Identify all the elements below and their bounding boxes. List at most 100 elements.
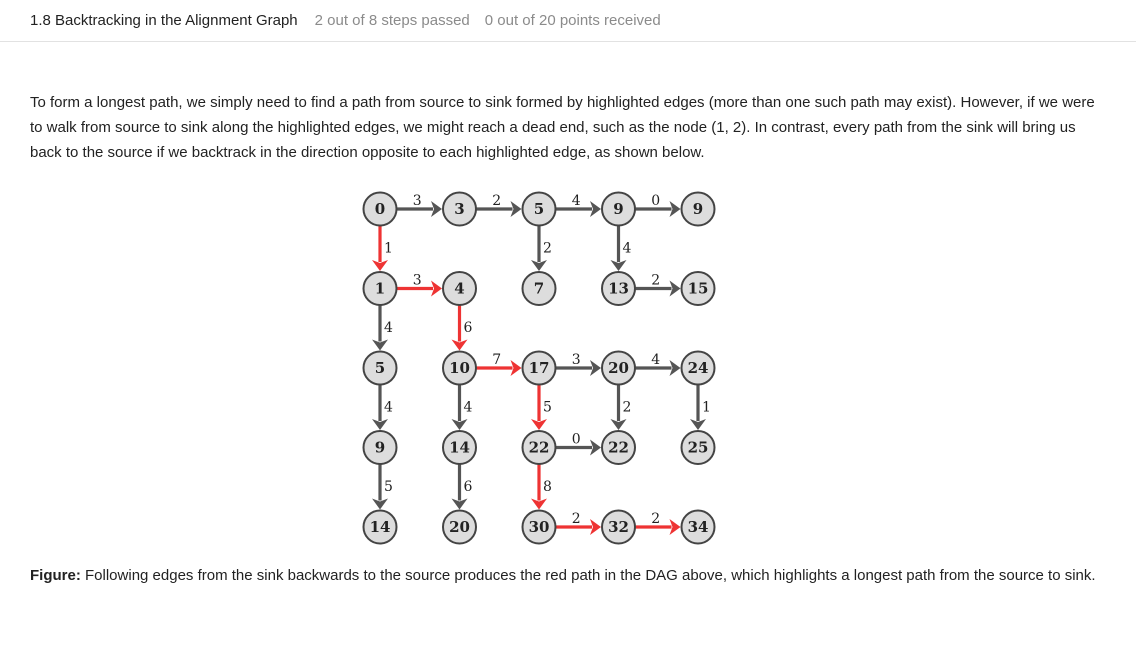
graph-node <box>680 509 716 545</box>
edge-weight-label: 3 <box>413 193 422 209</box>
graph-node <box>521 271 557 306</box>
graph-node <box>601 350 636 386</box>
graph-node <box>442 509 477 545</box>
node-value-label: 10 <box>449 359 470 377</box>
edge-weight-label: 3 <box>413 273 422 289</box>
edge-weight-label: 2 <box>492 193 501 209</box>
edge-arrowhead <box>372 260 388 271</box>
node-value-label: 24 <box>688 359 709 377</box>
edge-weight-label: 4 <box>464 399 473 415</box>
graph-node <box>521 430 557 465</box>
node-value-label: 3 <box>454 200 464 218</box>
node-value-label: 34 <box>688 518 709 536</box>
edge-weight-label: 2 <box>651 511 660 527</box>
edge-weight-label: 4 <box>384 399 393 415</box>
node-value-label: 22 <box>608 439 629 457</box>
edge-arrowhead <box>690 419 706 430</box>
edge-arrowhead <box>590 519 601 535</box>
edge-arrowhead <box>431 201 442 217</box>
node-value-label: 14 <box>370 518 391 536</box>
edge-arrowhead <box>372 498 388 510</box>
intro-paragraph: To form a longest path, we simply need t… <box>30 94 1095 161</box>
node-value-label: 4 <box>454 280 464 298</box>
node-value-label: 22 <box>529 439 550 457</box>
graph-node <box>362 509 398 545</box>
edge-arrowhead <box>531 498 547 510</box>
edge-arrowhead <box>451 339 468 351</box>
edge-weight-label: 5 <box>543 399 552 415</box>
node-value-label: 14 <box>449 439 470 457</box>
graph-node <box>680 191 716 227</box>
graph-node <box>601 430 636 465</box>
edge-weight-label: 8 <box>543 479 552 495</box>
graph-node <box>442 191 477 227</box>
graph-node <box>601 509 636 545</box>
edge-weight-label: 4 <box>384 320 393 336</box>
node-value-label: 15 <box>688 280 709 298</box>
edge-arrowhead <box>431 280 442 297</box>
edge-arrowhead <box>451 419 468 430</box>
graph-node <box>362 191 398 227</box>
graph-node <box>362 430 398 465</box>
node-value-label: 32 <box>608 518 629 536</box>
edge-weight-label: 0 <box>651 193 660 209</box>
graph-node <box>521 509 557 545</box>
node-value-label: 20 <box>608 359 629 377</box>
edge-weight-label: 2 <box>543 240 552 256</box>
edge-weight-label: 2 <box>572 511 581 527</box>
edge-weight-label: 6 <box>464 479 473 495</box>
edge-arrowhead <box>669 201 681 217</box>
node-value-label: 17 <box>529 359 550 377</box>
edge-arrowhead <box>590 360 601 376</box>
node-value-label: 0 <box>375 200 385 218</box>
lesson-content: To form a longest path, we simply need t… <box>30 90 1110 165</box>
node-value-label: 7 <box>534 280 544 298</box>
steps-progress[interactable]: 2 out of 8 steps passed <box>314 12 470 29</box>
lesson-title: 1.8 Backtracking in the Alignment Graph <box>30 12 298 29</box>
edge-arrowhead <box>590 201 601 217</box>
graph-node <box>521 350 557 386</box>
node-value-label: 5 <box>375 359 385 377</box>
lesson-header: 1.8 Backtracking in the Alignment Graph … <box>0 0 1136 42</box>
node-value-label: 13 <box>608 280 629 298</box>
edge-arrowhead <box>610 260 627 271</box>
node-value-label: 9 <box>375 439 385 457</box>
edge-weight-label: 4 <box>651 352 660 368</box>
edge-weight-label: 6 <box>464 320 473 336</box>
edge-weight-label: 4 <box>572 193 581 209</box>
caption-text: Following edges from the sink backwards … <box>80 567 1096 584</box>
edge-arrowhead <box>610 419 627 430</box>
edge-arrowhead <box>669 519 681 535</box>
node-value-label: 20 <box>449 518 470 536</box>
edge-weight-label: 1 <box>384 240 393 256</box>
edge-arrowhead <box>372 419 388 430</box>
edge-weight-label: 7 <box>492 352 501 368</box>
edge-arrowhead <box>531 419 547 430</box>
graph-node <box>601 191 636 227</box>
edge-arrowhead <box>510 201 522 217</box>
graph-node <box>442 350 477 386</box>
edge-arrowhead <box>669 280 681 297</box>
node-value-label: 5 <box>534 200 544 218</box>
edge-weight-label: 1 <box>702 399 711 415</box>
node-value-label: 9 <box>693 200 703 218</box>
edge-weight-label: 3 <box>572 352 581 368</box>
graph-node <box>362 271 398 306</box>
points-progress[interactable]: 0 out of 20 points received <box>484 12 661 29</box>
graph-node <box>362 350 398 386</box>
node-value-label: 1 <box>375 280 385 298</box>
graph-node <box>680 271 716 306</box>
edge-weight-label: 5 <box>384 479 393 495</box>
graph-node <box>680 350 716 386</box>
edge-arrowhead <box>451 498 468 510</box>
graph-node <box>442 271 477 306</box>
edge-weight-label: 4 <box>623 240 632 256</box>
graph-node <box>601 271 636 306</box>
edge-arrowhead <box>669 360 681 376</box>
node-value-label: 9 <box>613 200 623 218</box>
graph-node <box>442 430 477 465</box>
node-value-label: 25 <box>688 439 709 457</box>
figure-caption: Figure: Following edges from the sink ba… <box>30 563 1100 588</box>
